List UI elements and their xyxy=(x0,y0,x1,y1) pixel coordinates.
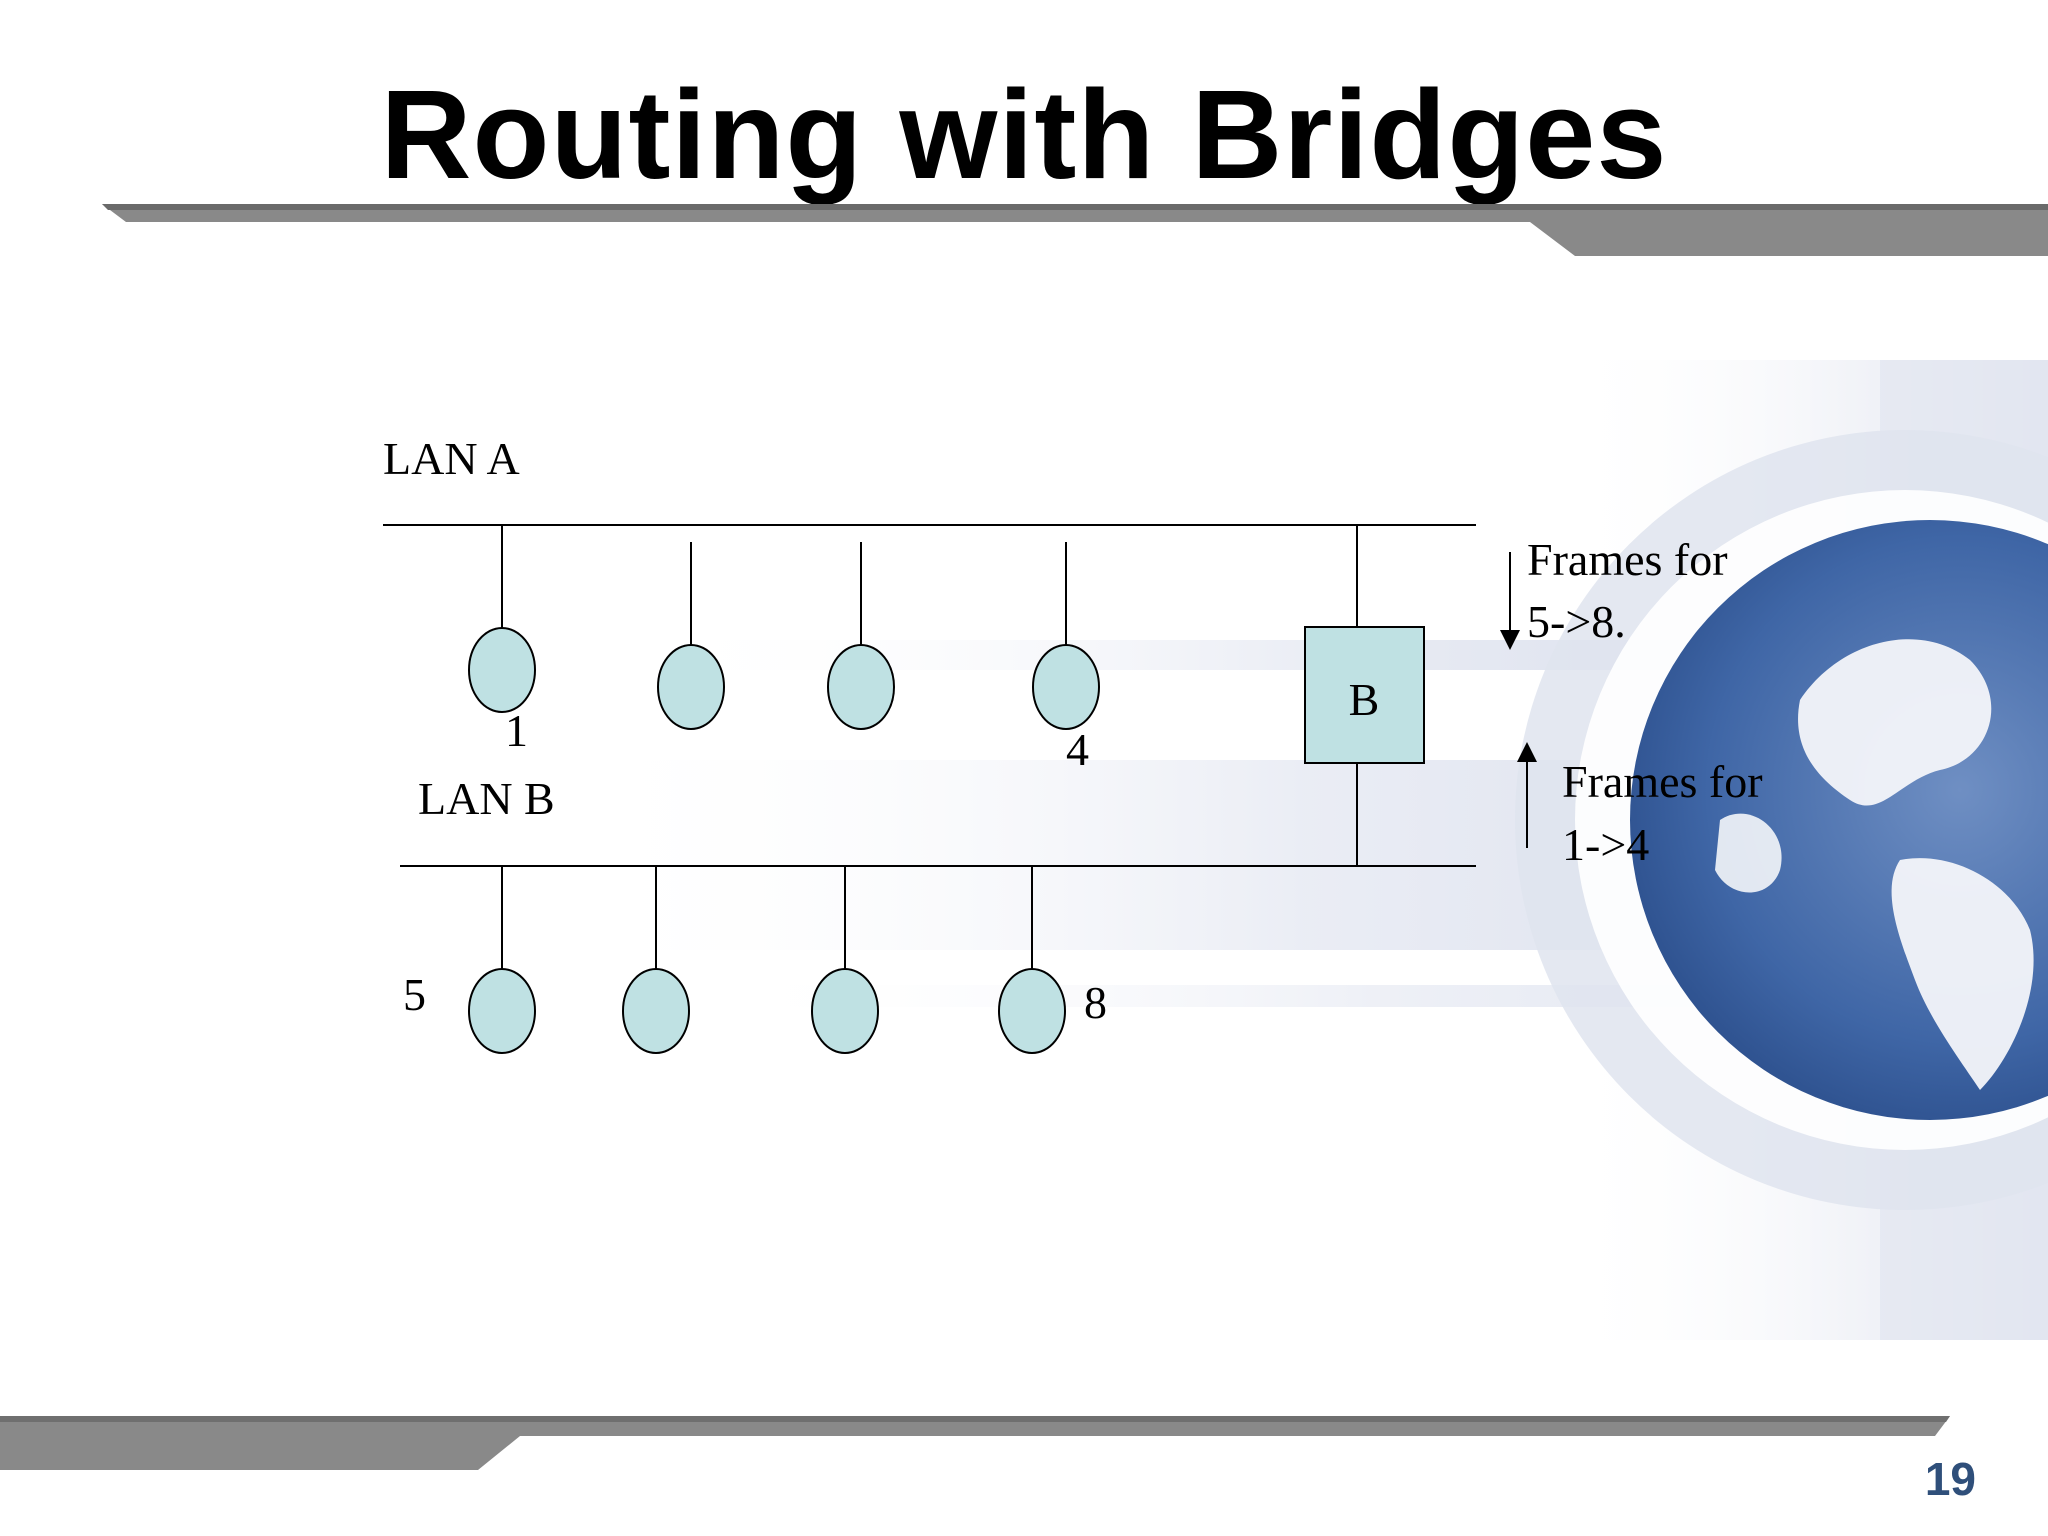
page-number: 19 xyxy=(1924,1453,1976,1505)
host-1 xyxy=(468,627,536,713)
bottom-bar xyxy=(0,1416,1950,1470)
host-4 xyxy=(1032,644,1100,730)
host-2 xyxy=(657,644,725,730)
host-7 xyxy=(811,968,879,1054)
frames-up-line1: Frames for xyxy=(1562,756,1763,807)
host-5 xyxy=(468,968,536,1054)
host-8 xyxy=(998,968,1066,1054)
slide-title: Routing with Bridges xyxy=(380,64,1668,205)
host-1-label: 1 xyxy=(505,705,528,756)
bridge-label: B xyxy=(1349,674,1380,725)
globe-land xyxy=(1891,858,2034,1090)
frames-up-line2: 1->4 xyxy=(1562,819,1649,870)
frames-down-line1: Frames for xyxy=(1527,534,1728,585)
host-5-label: 5 xyxy=(403,969,426,1020)
top-bar-shadow xyxy=(102,204,2048,210)
host-3 xyxy=(827,644,895,730)
bridge-box xyxy=(1304,626,1425,764)
top-bar xyxy=(102,204,2048,256)
frames-down-line2: 5->8. xyxy=(1527,596,1626,647)
lan-a-label: LAN A xyxy=(383,433,520,484)
host-6 xyxy=(622,968,690,1054)
bottom-bar-shadow xyxy=(0,1416,1950,1422)
globe-land xyxy=(1798,639,1992,806)
host-8-label: 8 xyxy=(1084,977,1107,1028)
host-4-label: 4 xyxy=(1066,724,1089,775)
lan-b-label: LAN B xyxy=(418,773,555,824)
globe-land xyxy=(1715,813,1782,893)
